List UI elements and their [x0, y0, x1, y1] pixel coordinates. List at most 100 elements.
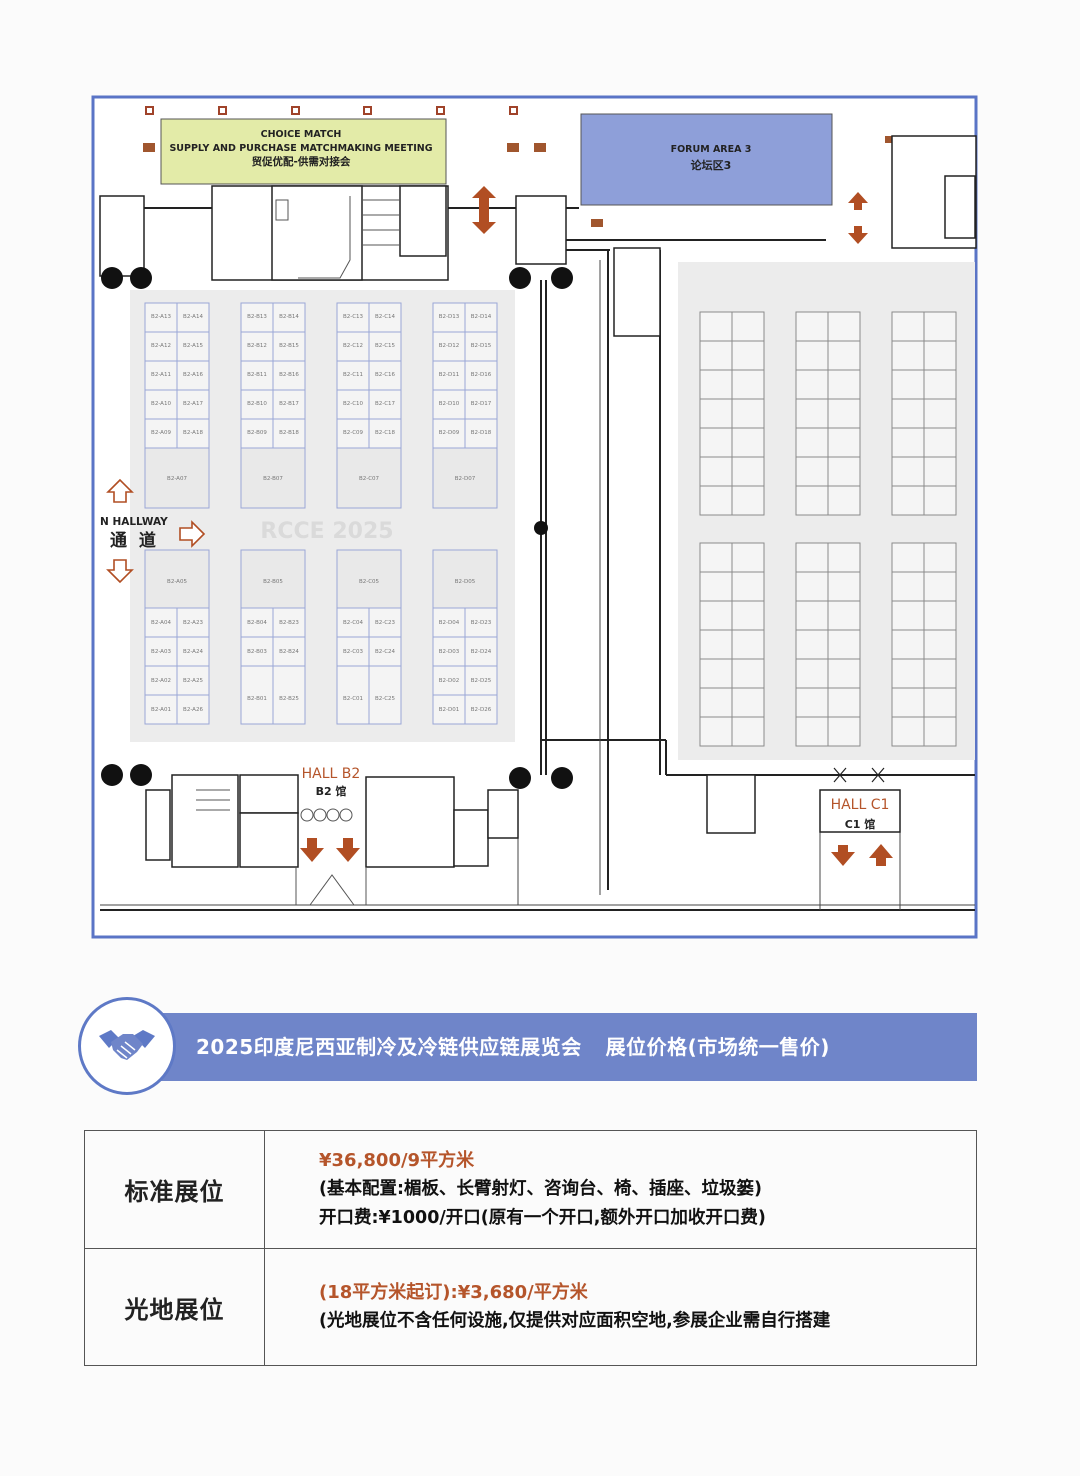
- c1-booth: [923, 456, 957, 487]
- c1-booth: [827, 600, 861, 631]
- booth-label: B2-B14: [279, 314, 299, 320]
- booth-label: B2-D18: [471, 430, 492, 436]
- entrance-arrows: [300, 186, 893, 866]
- booth-label: B2-B15: [279, 343, 299, 349]
- booth: [176, 418, 210, 449]
- booth-label: B2-C13: [343, 314, 364, 320]
- booth-label: B2-B17: [279, 401, 299, 407]
- booth: [336, 636, 370, 667]
- booth: [464, 665, 498, 696]
- booth: [240, 607, 274, 638]
- c1-booth: [923, 427, 957, 458]
- c1-booth: [699, 542, 733, 573]
- booth: [240, 302, 274, 333]
- booth-label: B2-D12: [439, 343, 460, 349]
- booth: [240, 360, 274, 391]
- booth-label: B2-B12: [247, 343, 267, 349]
- booth-label: B2-A26: [183, 707, 203, 713]
- fee-standard: 开口费:¥1000/开口(原有一个开口,额外开口加收开口费): [319, 1208, 766, 1228]
- c1-booth: [891, 456, 925, 487]
- c1-booth: [923, 571, 957, 602]
- c1-booth: [731, 542, 765, 573]
- booth-label: B2-D04: [439, 620, 460, 626]
- booth-label: B2-C14: [375, 314, 396, 320]
- booth: [272, 389, 306, 420]
- c1-booth: [891, 398, 925, 429]
- c1-booth: [699, 485, 733, 516]
- booth-label: B2-B09: [247, 430, 267, 436]
- booth-label: B2-A15: [183, 343, 203, 349]
- c1-booth: [731, 369, 765, 400]
- booth: [464, 418, 498, 449]
- booth-label: B2-D10: [439, 401, 460, 407]
- booth: [464, 694, 498, 725]
- booth: [176, 302, 210, 333]
- c1-booth: [827, 542, 861, 573]
- c1-booth: [731, 600, 765, 631]
- c1-booth: [795, 485, 829, 516]
- booth: [368, 389, 402, 420]
- c1-booth: [795, 571, 829, 602]
- booth-label: B2-D07: [455, 476, 476, 482]
- c1-booth: [795, 658, 829, 689]
- c1-booth-grid: [699, 311, 957, 747]
- c1-booth: [891, 485, 925, 516]
- booth-label: B2-B11: [247, 372, 267, 378]
- c1-booth: [827, 311, 861, 342]
- booth-tall: [336, 665, 370, 725]
- booth: [336, 607, 370, 638]
- booth-label: B2-C03: [343, 649, 364, 655]
- forum-line2: 论坛区3: [691, 158, 732, 172]
- c1-booth: [827, 485, 861, 516]
- booth-label: B2-A13: [151, 314, 171, 320]
- booth-detail-raw-space: (18平方米起订):¥3,680/平方米 (光地展位不含任何设施,仅提供对应面积…: [264, 1248, 977, 1366]
- c1-booth: [795, 629, 829, 660]
- c1-booth: [827, 687, 861, 718]
- pillars: [145, 106, 518, 115]
- booth-label: B2-C16: [375, 372, 396, 378]
- booth: [272, 360, 306, 391]
- booth: [176, 389, 210, 420]
- booth-label: B2-A04: [151, 620, 171, 626]
- booth: [144, 694, 178, 725]
- hall-c1-label-cn: C1 馆: [845, 817, 876, 831]
- c1-booth: [731, 629, 765, 660]
- watermark: RCCE 2025: [260, 519, 393, 544]
- booth-tall: [272, 665, 306, 725]
- booth-label: B2-A16: [183, 372, 203, 378]
- c1-booth: [827, 369, 861, 400]
- booth-label: B2-A01: [151, 707, 171, 713]
- booth-label: B2-D26: [471, 707, 492, 713]
- booth-label: B2-A24: [183, 649, 203, 655]
- c1-booth: [891, 311, 925, 342]
- handshake-icon: [99, 1030, 155, 1060]
- c1-booth: [795, 687, 829, 718]
- c1-booth: [795, 542, 829, 573]
- c1-booth: [699, 369, 733, 400]
- choice-match-area: [160, 118, 447, 185]
- booth-label: B2-C10: [343, 401, 364, 407]
- table-row: 光地展位 (18平方米起订):¥3,680/平方米 (光地展位不含任何设施,仅提…: [84, 1248, 977, 1366]
- c1-booth: [827, 629, 861, 660]
- booth-large: [432, 549, 498, 609]
- c1-booth: [827, 427, 861, 458]
- booth: [144, 389, 178, 420]
- c1-booth: [827, 658, 861, 689]
- pricing-table: 标准展位 ¥36,800/9平方米 (基本配置:楣板、长臂射灯、咨询台、椅、插座…: [84, 1130, 977, 1366]
- c1-booth: [827, 571, 861, 602]
- booth-label: B2-A14: [183, 314, 203, 320]
- booth-label: B2-C12: [343, 343, 363, 349]
- c1-booth: [699, 571, 733, 602]
- pricing-banner: [155, 1013, 977, 1081]
- booth-label: B2-A10: [151, 401, 171, 407]
- c1-booth: [923, 716, 957, 747]
- c1-booth: [699, 600, 733, 631]
- booth-label: B2-B13: [247, 314, 267, 320]
- c1-booth: [699, 311, 733, 342]
- c1-booth: [891, 571, 925, 602]
- booth-label: B2-A09: [151, 430, 171, 436]
- booth-label: B2-B16: [279, 372, 299, 378]
- c1-booth: [699, 398, 733, 429]
- banner-subtitle: 展位价格(市场统一售价): [605, 1035, 830, 1059]
